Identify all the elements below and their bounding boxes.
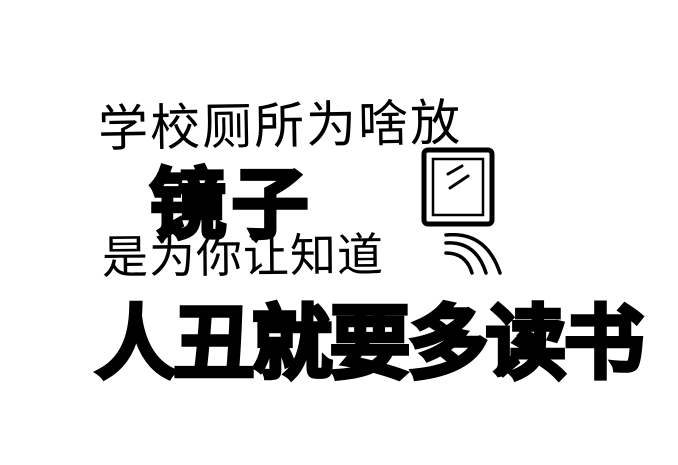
sound-waves-icon [444, 233, 502, 275]
headline-line-3: 是为你让知道 [101, 227, 385, 285]
headline-line-2-bold: 镜子 [148, 158, 314, 251]
headline-line-4-bold: 人丑就要多读书 [94, 295, 646, 392]
mirror-icon [421, 147, 495, 227]
